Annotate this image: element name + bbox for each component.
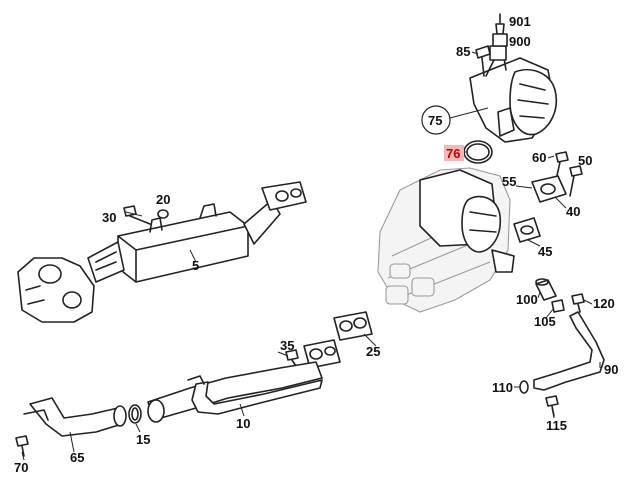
- part-85-bolt[interactable]: [475, 45, 491, 77]
- part-labels: 901 900 85 75 76 60 50 55 40 45 20 30 5 …: [14, 14, 618, 475]
- label-10[interactable]: 10: [236, 416, 250, 431]
- label-110[interactable]: 110: [492, 380, 513, 395]
- label-35[interactable]: 35: [280, 338, 294, 353]
- leader-lines: [21, 51, 601, 461]
- label-76[interactable]: 76: [446, 146, 460, 161]
- part-20-ring[interactable]: [157, 209, 169, 219]
- label-25[interactable]: 25: [366, 344, 380, 359]
- part-105-fitting[interactable]: [551, 299, 565, 313]
- part-50-bolt[interactable]: [569, 165, 583, 197]
- part-90-egr-pipe[interactable]: [533, 311, 605, 391]
- part-901-connector[interactable]: [495, 13, 505, 35]
- part-110-washer[interactable]: [519, 380, 529, 394]
- label-76-callout-highlighted[interactable]: 76: [444, 145, 464, 161]
- label-900[interactable]: 900: [509, 34, 531, 49]
- part-900-connector[interactable]: [492, 33, 508, 47]
- label-20[interactable]: 20: [156, 192, 170, 207]
- part-65-intermediate-pipe[interactable]: [23, 397, 127, 437]
- label-100[interactable]: 100: [516, 292, 538, 307]
- label-40[interactable]: 40: [566, 204, 580, 219]
- part-25-gasket[interactable]: [333, 311, 373, 341]
- label-60[interactable]: 60: [532, 150, 546, 165]
- label-901[interactable]: 901: [509, 14, 531, 29]
- part-45-gasket[interactable]: [513, 217, 541, 243]
- label-120[interactable]: 120: [593, 296, 615, 311]
- part-120-bolt[interactable]: [571, 293, 585, 313]
- label-5[interactable]: 5: [192, 258, 199, 273]
- part-10-front-pipe[interactable]: [147, 339, 341, 423]
- label-30[interactable]: 30: [102, 210, 116, 225]
- label-15[interactable]: 15: [136, 432, 150, 447]
- part-100-sleeve[interactable]: [535, 278, 557, 301]
- label-50[interactable]: 50: [578, 153, 592, 168]
- egr-valve[interactable]: [469, 45, 557, 143]
- label-45[interactable]: 45: [538, 244, 552, 259]
- label-85[interactable]: 85: [456, 44, 470, 59]
- label-65[interactable]: 65: [70, 450, 84, 465]
- label-75-callout[interactable]: 75: [421, 105, 451, 135]
- label-75[interactable]: 75: [428, 113, 442, 128]
- part-115-bolt[interactable]: [545, 395, 559, 417]
- part-55-flange[interactable]: [531, 175, 567, 203]
- label-90[interactable]: 90: [604, 362, 618, 377]
- label-105[interactable]: 105: [534, 314, 556, 329]
- part-76-gasket[interactable]: [463, 140, 493, 164]
- label-70[interactable]: 70: [14, 460, 28, 475]
- exhaust-manifold-ghost: [377, 167, 515, 313]
- label-115[interactable]: 115: [546, 418, 567, 433]
- part-15-clamp-ring[interactable]: [128, 404, 142, 424]
- turbo-housing: [17, 257, 95, 323]
- label-55[interactable]: 55: [502, 174, 516, 189]
- part-5-catalytic-converter[interactable]: [87, 181, 307, 283]
- part-70-bolt[interactable]: [15, 435, 29, 457]
